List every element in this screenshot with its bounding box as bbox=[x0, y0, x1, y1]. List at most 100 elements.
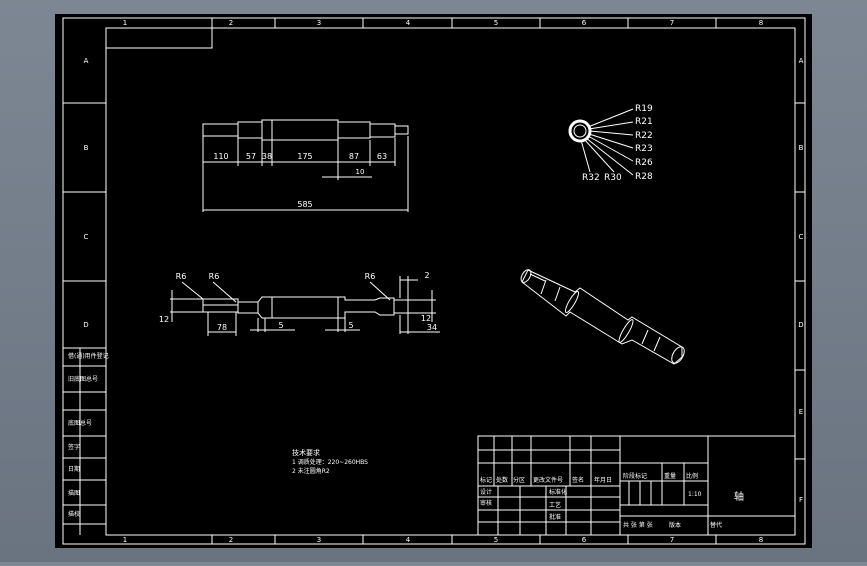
title-cell: 设计 bbox=[480, 488, 492, 496]
dimension-label: 38 bbox=[262, 152, 272, 161]
stamp-text: 日期 bbox=[68, 465, 80, 473]
title-cell: 标记 bbox=[480, 476, 492, 484]
stamp-text: 借(通)用件登记 bbox=[68, 352, 109, 360]
grid-label: A bbox=[799, 57, 804, 65]
grid-label: F bbox=[799, 496, 803, 504]
tech-note-line: 1 调质处理：220~260HBS bbox=[292, 458, 368, 466]
scale-value: 1:10 bbox=[688, 491, 702, 498]
title-cell: 审核 bbox=[480, 499, 492, 507]
radius-label: R21 bbox=[635, 117, 653, 127]
top-view-dimensions: 110 57 38 175 87 63 10 585 bbox=[213, 152, 387, 209]
grid-label: 2 bbox=[229, 19, 233, 27]
shaft-top-view bbox=[202, 119, 409, 212]
grid-label: 1 bbox=[123, 536, 127, 544]
title-cell: 处数 bbox=[496, 476, 508, 484]
grid-label: 6 bbox=[582, 536, 587, 544]
title-cell: 分区 bbox=[513, 476, 525, 484]
title-cell: 替代 bbox=[710, 521, 722, 529]
grid-label: 7 bbox=[670, 19, 674, 27]
title-cell: 年月日 bbox=[594, 476, 612, 484]
column-ticks bbox=[211, 18, 717, 544]
model-space bbox=[55, 14, 812, 548]
grid-label: D bbox=[798, 321, 803, 329]
dimension-label: 5 bbox=[278, 321, 283, 330]
title-cell: 更改文件号 bbox=[533, 476, 563, 484]
title-cell: 重量 bbox=[664, 472, 676, 480]
dimension-label: 12 bbox=[421, 314, 431, 323]
radius-label: R28 bbox=[635, 172, 653, 182]
technical-notes: 技术要求 1 调质处理：220~260HBS 2 未注圆角R2 bbox=[292, 448, 368, 475]
row-ticks-right bbox=[795, 102, 805, 460]
radius-label: R23 bbox=[635, 144, 653, 154]
grid-label: B bbox=[84, 144, 89, 152]
dimension-label: 175 bbox=[297, 152, 312, 161]
grid-label: 4 bbox=[406, 19, 411, 27]
grid-label: 1 bbox=[123, 19, 127, 27]
tech-note-line: 2 未注圆角R2 bbox=[292, 467, 330, 475]
grid-label: A bbox=[84, 57, 89, 65]
radius-label: R6 bbox=[176, 272, 187, 281]
grid-label: 5 bbox=[494, 536, 498, 544]
title-cell: 共 张 第 张 bbox=[623, 521, 653, 529]
column-labels-bottom: 1 2 3 4 5 6 7 8 bbox=[123, 536, 763, 544]
corner-box bbox=[105, 27, 213, 49]
stamp-text: 描图 bbox=[68, 489, 80, 497]
section-radii-labels: R19 R21 R22 R23 R26 R28 R32 R30 bbox=[582, 104, 653, 183]
dimension-label: 5 bbox=[348, 321, 353, 330]
radius-label: R32 bbox=[582, 173, 600, 183]
title-block-text: 标记 处数 分区 更改文件号 签名 年月日 设计 标准化 审核 工艺 批准 阶段… bbox=[480, 472, 744, 529]
grid-label: C bbox=[799, 233, 804, 241]
row-ticks-left bbox=[63, 102, 106, 349]
title-cell: 批准 bbox=[549, 513, 561, 521]
grid-label: E bbox=[799, 408, 803, 416]
grid-label: C bbox=[84, 233, 89, 241]
radius-label: R6 bbox=[365, 272, 376, 281]
tech-notes-title: 技术要求 bbox=[292, 448, 320, 457]
title-cell: 阶段标记 bbox=[623, 472, 647, 480]
title-cell: 比例 bbox=[686, 472, 698, 480]
stamp-text: 描校 bbox=[68, 510, 80, 518]
dimension-label: 57 bbox=[246, 152, 256, 161]
stamp-text: 签字 bbox=[68, 443, 80, 451]
title-cell: 标准化 bbox=[549, 488, 567, 496]
dimension-label: 2 bbox=[424, 271, 429, 280]
grid-label: 8 bbox=[759, 19, 763, 27]
grid-label: 7 bbox=[670, 536, 674, 544]
title-cell: 工艺 bbox=[549, 501, 561, 509]
grid-label: 2 bbox=[229, 536, 233, 544]
shaft-isometric-view bbox=[520, 269, 685, 365]
shaft-side-view bbox=[170, 276, 440, 336]
grid-label: 3 bbox=[317, 536, 321, 544]
radius-label: R26 bbox=[635, 158, 653, 168]
row-labels-left: A B C D bbox=[83, 57, 88, 329]
grid-label: 4 bbox=[406, 536, 411, 544]
grid-label: 5 bbox=[494, 19, 498, 27]
grid-label: 8 bbox=[759, 536, 763, 544]
title-block bbox=[477, 435, 796, 536]
stamp-text: 底图总号 bbox=[68, 419, 92, 427]
radius-label: R6 bbox=[209, 272, 220, 281]
title-cell: 签名 bbox=[572, 476, 584, 484]
dimension-label: 78 bbox=[217, 323, 227, 332]
side-stamp-table bbox=[63, 348, 106, 535]
dimension-label: 63 bbox=[377, 152, 387, 161]
radius-label: R22 bbox=[635, 131, 653, 141]
shaft-cross-section bbox=[568, 108, 634, 176]
side-stamp-labels: 借(通)用件登记 旧底图总号 底图总号 签字 日期 描图 描校 bbox=[68, 352, 109, 518]
side-view-dimensions: R6 R6 R6 12 78 5 5 12 34 2 bbox=[159, 271, 437, 332]
grid-label: B bbox=[799, 144, 804, 152]
dimension-label: 87 bbox=[349, 152, 359, 161]
radius-label: R19 bbox=[635, 104, 653, 114]
dimension-label: 585 bbox=[297, 200, 312, 209]
row-labels-right: A B C D E F bbox=[798, 57, 803, 504]
dimension-label: 10 bbox=[356, 168, 365, 176]
dimension-label: 12 bbox=[159, 315, 169, 324]
radius-label: R30 bbox=[604, 173, 622, 183]
grid-label: 6 bbox=[582, 19, 587, 27]
stamp-text: 旧底图总号 bbox=[68, 375, 98, 383]
dimension-label: 34 bbox=[427, 323, 437, 332]
grid-label: D bbox=[83, 321, 88, 329]
dimension-label: 110 bbox=[213, 152, 228, 161]
